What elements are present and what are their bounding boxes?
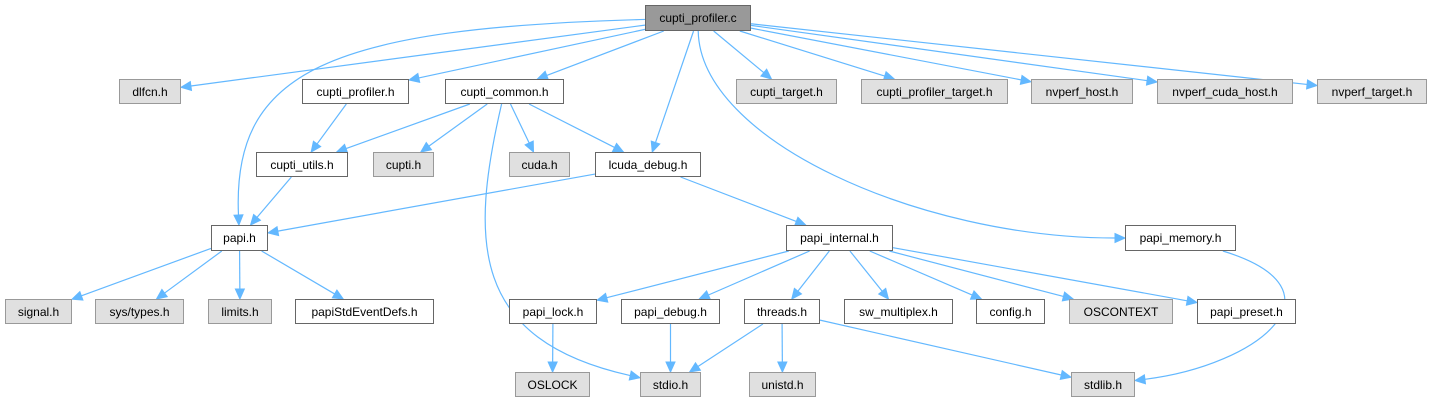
- node-nvperf-target[interactable]: nvperf_target.h: [1317, 79, 1427, 104]
- arrowhead-icon: [155, 288, 169, 300]
- arrowhead-icon: [524, 140, 535, 154]
- node-nvperf-host[interactable]: nvperf_host.h: [1031, 79, 1133, 104]
- edge-lcuda_debug-to-papi_internal: [680, 176, 797, 222]
- node-papi-memory[interactable]: papi_memory.h: [1125, 225, 1236, 251]
- edge-root-to-cupti_profiler_target: [739, 30, 885, 77]
- edge-root-to-dlfcn: [190, 24, 646, 87]
- edge-root-to-papi_memory: [697, 30, 1116, 239]
- edge-cupti_common-to-cupti_utils: [345, 103, 471, 150]
- arrowhead-icon: [1305, 79, 1319, 90]
- arrowhead-icon: [1114, 232, 1127, 244]
- node-oscontext[interactable]: OSCONTEXT: [1069, 299, 1173, 324]
- arrowhead-icon: [234, 288, 246, 301]
- node-papistdeventdefs[interactable]: papiStdEventDefs.h: [295, 299, 434, 324]
- edge-papi-to-papiStdEventDefs: [261, 250, 335, 295]
- edge-papi-to-systypes: [164, 250, 223, 294]
- arrowhead-icon: [969, 290, 983, 300]
- node-cupti-target[interactable]: cupti_target.h: [736, 79, 837, 104]
- edge-root-to-cupti_profiler_h: [418, 28, 646, 79]
- arrowhead-icon: [331, 289, 345, 300]
- arrowhead-icon: [628, 370, 642, 381]
- arrowhead-icon: [1061, 291, 1075, 302]
- arrowhead-icon: [791, 287, 803, 300]
- arrowhead-icon: [650, 140, 661, 154]
- node-nvperf-cuda-host[interactable]: nvperf_cuda_host.h: [1157, 79, 1293, 104]
- node-root[interactable]: cupti_profiler.c: [645, 5, 751, 31]
- arrowhead-icon: [877, 287, 890, 300]
- node-cupti-common[interactable]: cupti_common.h: [445, 79, 564, 104]
- node-cupti-utils[interactable]: cupti_utils.h: [256, 152, 348, 177]
- edge-root-to-cupti_common: [546, 30, 664, 77]
- arrowhead-icon: [547, 361, 558, 374]
- node-signal[interactable]: signal.h: [5, 299, 72, 324]
- edge-papi_internal-to-threads: [797, 250, 830, 292]
- edge-root-to-nvperf_target: [750, 23, 1308, 86]
- node-config[interactable]: config.h: [976, 299, 1045, 324]
- arrowhead-icon: [1145, 75, 1159, 86]
- node-limits[interactable]: limits.h: [208, 299, 272, 324]
- edge-cupti_common-to-lcuda_debug: [528, 103, 615, 149]
- edge-root-to-papi: [237, 18, 646, 216]
- node-dlfcn[interactable]: dlfcn.h: [119, 79, 181, 104]
- edge-cupti_common-to-cupti: [428, 103, 488, 147]
- node-cupti-profiler-target[interactable]: cupti_profiler_target.h: [861, 79, 1008, 104]
- node-stdlib[interactable]: stdlib.h: [1071, 372, 1135, 397]
- arrowhead-icon: [1019, 74, 1033, 85]
- arrowhead-icon: [266, 225, 280, 237]
- arrowhead-icon: [777, 361, 788, 374]
- edge-root-to-lcuda_debug: [654, 30, 695, 143]
- edge-cupti_utils-to-papi: [256, 176, 292, 218]
- arrowhead-icon: [595, 292, 609, 303]
- edge-root-to-nvperf_cuda_host: [750, 24, 1148, 82]
- node-cupti-profiler-h[interactable]: cupti_profiler.h: [302, 79, 409, 104]
- edge-papi_internal-to-sw_multiplex: [849, 250, 883, 292]
- arrowhead-icon: [310, 140, 322, 153]
- arrowhead-icon: [233, 214, 244, 227]
- node-lcuda-debug[interactable]: lcuda_debug.h: [595, 152, 701, 177]
- node-cuda[interactable]: cuda.h: [509, 152, 570, 177]
- edge-root-to-cupti_target: [713, 30, 765, 74]
- node-threads[interactable]: threads.h: [744, 299, 820, 324]
- node-papi-lock[interactable]: papi_lock.h: [509, 299, 597, 324]
- arrowhead-icon: [760, 68, 773, 80]
- edge-papi-to-signal: [81, 247, 212, 297]
- node-papi-preset[interactable]: papi_preset.h: [1197, 299, 1296, 324]
- arrowhead-icon: [249, 213, 262, 226]
- edge-cupti_profiler_h-to-cupti_utils: [316, 103, 347, 145]
- edge-papi_internal-to-OSCONTEXT: [889, 250, 1064, 298]
- edge-papi_memory-to-stdlib: [1144, 250, 1286, 380]
- arrowhead-icon: [611, 142, 625, 153]
- node-systypes[interactable]: sys/types.h: [95, 299, 184, 324]
- edge-lcuda_debug-to-papi: [277, 173, 596, 232]
- arrowhead-icon: [179, 80, 193, 92]
- node-papi-debug[interactable]: papi_debug.h: [621, 299, 720, 324]
- arrowhead-icon: [1185, 295, 1199, 306]
- edge-cupti_common-to-stdio: [484, 103, 631, 377]
- arrowhead-icon: [407, 72, 421, 83]
- arrowhead-icon: [1133, 373, 1147, 385]
- edge-cupti_common-to-cuda: [509, 103, 530, 144]
- edge-threads-to-stdio: [697, 323, 764, 368]
- edge-papi_internal-to-papi_preset: [892, 247, 1188, 302]
- node-papi-internal[interactable]: papi_internal.h: [786, 225, 893, 251]
- node-unistd[interactable]: unistd.h: [749, 372, 816, 397]
- node-sw-multiplex[interactable]: sw_multiplex.h: [844, 299, 953, 324]
- arrowhead-icon: [419, 141, 433, 153]
- arrowhead-icon: [1059, 369, 1073, 381]
- edge-root-to-nvperf_host: [750, 27, 1022, 81]
- edge-papi_internal-to-papi_lock: [606, 250, 789, 299]
- arrowhead-icon: [688, 361, 702, 373]
- edge-papi_internal-to-config: [869, 250, 973, 296]
- edge-threads-to-stdlib: [819, 319, 1062, 376]
- node-cupti[interactable]: cupti.h: [373, 152, 434, 177]
- arrowhead-icon: [665, 361, 676, 374]
- node-oslock[interactable]: OSLOCK: [515, 372, 590, 397]
- node-stdio[interactable]: stdio.h: [640, 372, 701, 397]
- arrowhead-icon: [70, 290, 84, 301]
- node-papi[interactable]: papi.h: [211, 225, 268, 251]
- edge-papi_internal-to-papi_debug: [708, 250, 810, 296]
- arrowhead-icon: [698, 289, 711, 300]
